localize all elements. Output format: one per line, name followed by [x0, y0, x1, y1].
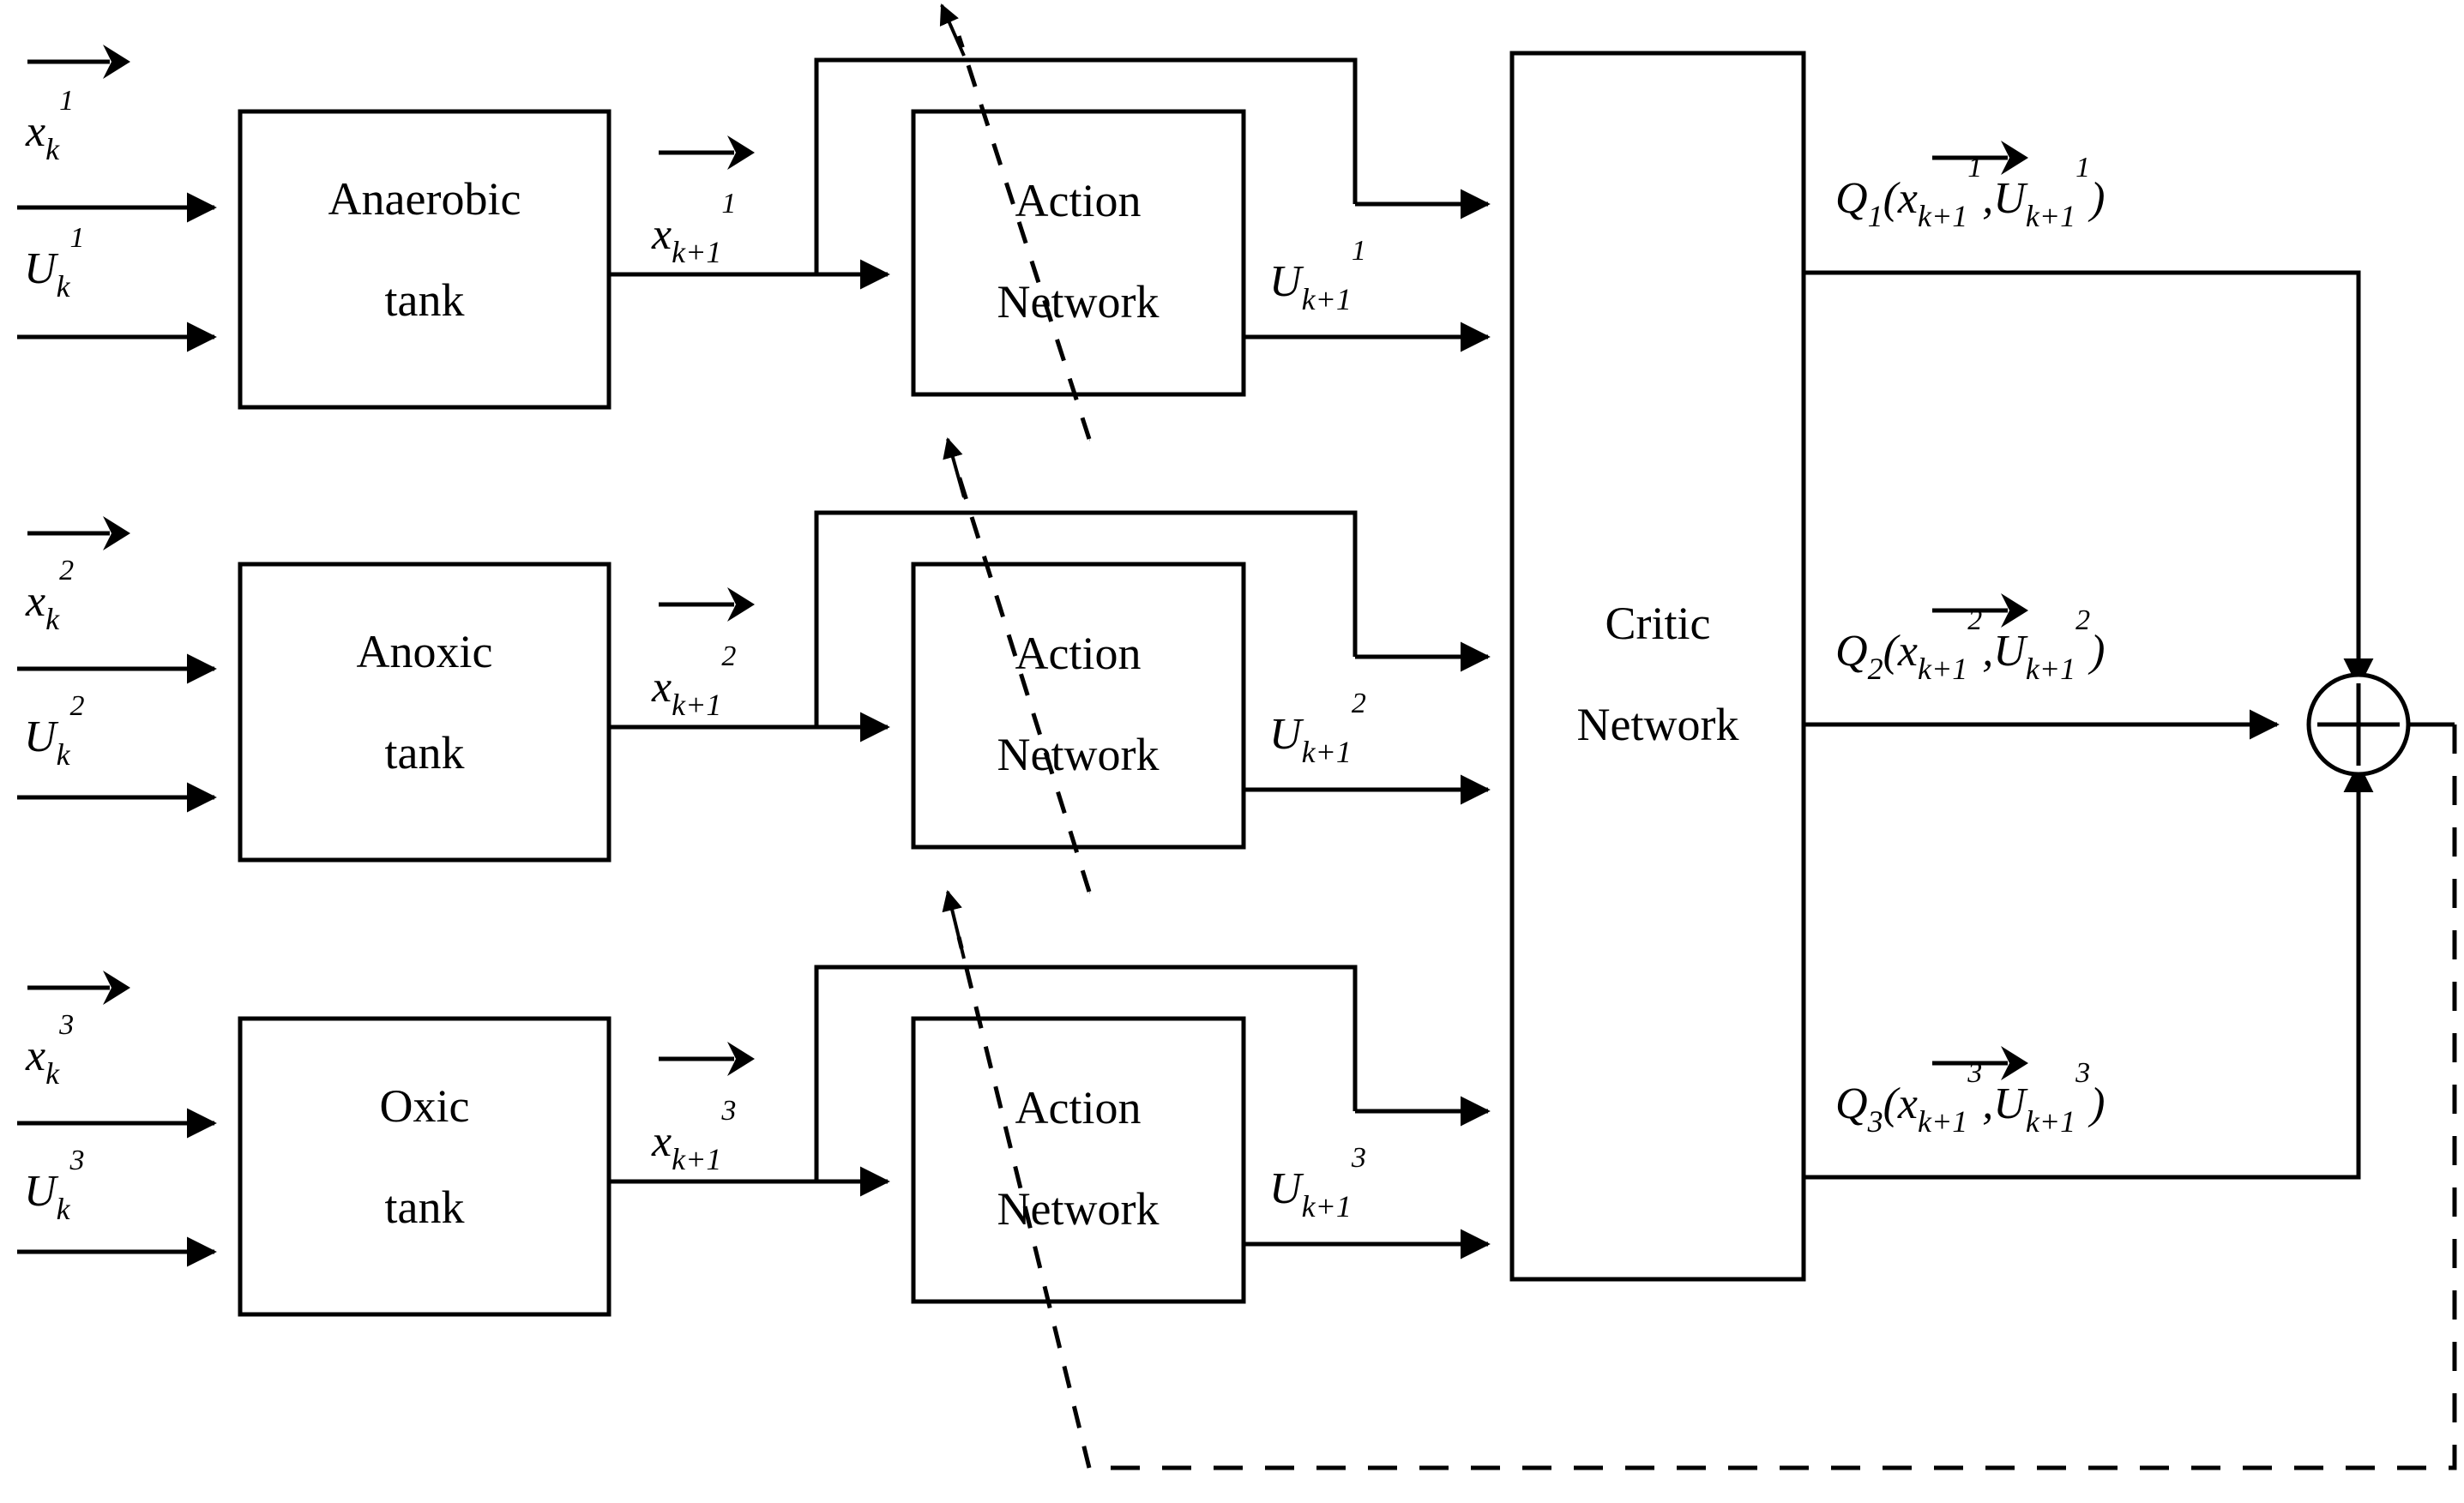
- action-block-3-line1: Action: [1015, 1082, 1142, 1133]
- feedback-path: [939, 3, 2457, 1470]
- label-state-out-3-text: xk+13: [651, 1095, 736, 1176]
- plant-block-anoxic[interactable]: [238, 562, 611, 863]
- bus-state-to-critic-3: [814, 965, 1358, 1181]
- plant-block-oxic-line1: Oxic: [380, 1080, 470, 1132]
- critic-network-line1: Critic: [1606, 598, 1711, 649]
- action-block-3[interactable]: [911, 1016, 1246, 1304]
- row-anoxic: xk2 Uk2 Anoxic tank xk+12 Action Network…: [17, 510, 1491, 863]
- label-state-out-2-text: xk+12: [651, 640, 736, 722]
- label-control-out-2: Uk+12: [1269, 688, 1366, 769]
- label-state-in-2-text: xk2: [25, 555, 74, 636]
- label-control-in-3: Uk3: [24, 1145, 85, 1226]
- label-state-in-3: xk3: [25, 971, 130, 1091]
- label-state-in-1-text: xk1: [25, 85, 74, 166]
- plant-block-anoxic-line2: tank: [385, 727, 465, 779]
- action-block-1-line2: Network: [997, 276, 1160, 328]
- label-control-out-3: Uk+13: [1269, 1142, 1366, 1223]
- critic-network-group: Critic Network: [1509, 51, 1806, 1282]
- plant-block-anoxic-line1: Anoxic: [357, 626, 493, 677]
- action-block-2-line2: Network: [997, 729, 1160, 780]
- label-q1: Q1(xk+11,Uk+11): [1835, 141, 2105, 233]
- summation-node[interactable]: [2306, 672, 2455, 777]
- action-block-2[interactable]: [911, 562, 1246, 850]
- critic-output-q2: Q2(xk+12,Uk+12): [1804, 593, 2280, 740]
- feedback-arrow-to-action-3: [942, 890, 966, 959]
- label-q3-text: Q3(xk+13,Uk+13): [1835, 1057, 2105, 1139]
- feedback-arrow-to-action-2: [943, 437, 966, 498]
- label-state-out-1-text: xk+11: [651, 188, 736, 269]
- feedback-diagonal-2: [956, 475, 1092, 893]
- action-block-3-line2: Network: [997, 1183, 1160, 1235]
- bus-state-to-critic-2: [814, 510, 1358, 727]
- feedback-outer-rail: [1089, 724, 2457, 1470]
- critic-output-q3: Q3(xk+13,Uk+13): [1804, 762, 2374, 1180]
- critic-network-line2: Network: [1577, 699, 1739, 750]
- label-control-in-1: Uk1: [24, 222, 85, 304]
- plant-block-oxic-line2: tank: [385, 1181, 465, 1233]
- critic-output-q1: Q1(xk+11,Uk+11): [1804, 141, 2374, 688]
- label-state-out-3: xk+13: [651, 1042, 755, 1176]
- critic-network-block[interactable]: [1509, 51, 1806, 1282]
- plant-block-anaerobic[interactable]: [238, 109, 611, 410]
- label-state-out-1: xk+11: [651, 135, 755, 269]
- row-oxic: xk3 Uk3 Oxic tank xk+13 Action Network U…: [17, 965, 1491, 1317]
- wire-q3-to-sum: [1804, 789, 2361, 1180]
- label-control-out-1: Uk+11: [1269, 235, 1366, 316]
- feedback-diagonal-1: [956, 35, 1092, 440]
- feedback-arrow-to-action-1: [939, 3, 966, 57]
- plant-block-anaerobic-line2: tank: [385, 274, 465, 326]
- bus-state-to-critic-1: [814, 57, 1358, 274]
- feedback-diagonal-3: [956, 936, 1092, 1469]
- label-q1-text: Q1(xk+11,Uk+11): [1835, 152, 2105, 233]
- action-block-1[interactable]: [911, 109, 1246, 397]
- action-block-2-line1: Action: [1015, 628, 1142, 679]
- label-state-in-1: xk1: [25, 45, 130, 166]
- label-control-in-2: Uk2: [24, 690, 85, 772]
- plant-block-oxic[interactable]: [238, 1016, 611, 1317]
- plant-block-anaerobic-line1: Anaerobic: [328, 173, 521, 225]
- wire-q1-to-sum: [1804, 270, 2361, 662]
- label-q2-text: Q2(xk+12,Uk+12): [1835, 604, 2105, 686]
- label-q3: Q3(xk+13,Uk+13): [1835, 1046, 2105, 1139]
- label-state-in-3-text: xk3: [25, 1009, 74, 1091]
- label-state-out-2: xk+12: [651, 587, 755, 722]
- action-block-1-line1: Action: [1015, 175, 1142, 226]
- row-anaerobic: xk1 Uk1 Anaerobic tank xk+11 Action Netw…: [17, 45, 1491, 410]
- label-state-in-2: xk2: [25, 516, 130, 636]
- label-q2: Q2(xk+12,Uk+12): [1835, 593, 2105, 686]
